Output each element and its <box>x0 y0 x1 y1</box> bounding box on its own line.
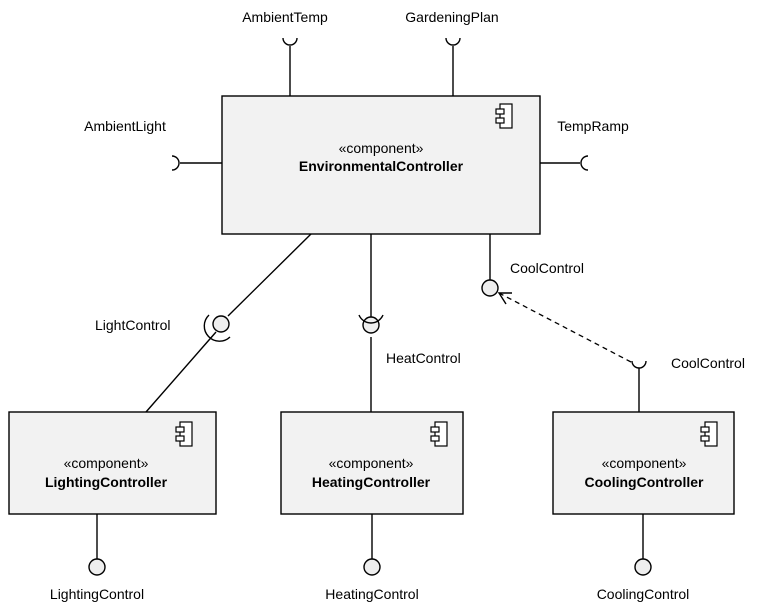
heating-control-label: HeatingControl <box>325 586 418 602</box>
component-icon <box>430 421 448 447</box>
ambient-temp-required-interface: AmbientTemp <box>242 9 328 96</box>
ambient-temp-label: AmbientTemp <box>242 9 328 25</box>
gardening-plan-required-interface: GardeningPlan <box>405 9 499 96</box>
component-icon <box>700 421 718 447</box>
cooling-controller-stereotype: «component» <box>602 455 687 471</box>
cool-control-provided-label: CoolControl <box>510 260 584 276</box>
environmental-controller-component: «component» EnvironmentalController <box>221 95 541 235</box>
heating-controller-stereotype: «component» <box>329 455 414 471</box>
cool-control-dependency <box>497 292 632 363</box>
component-icon <box>495 103 513 129</box>
lighting-controller-name: LightingController <box>45 474 168 490</box>
temp-ramp-label: TempRamp <box>557 118 629 134</box>
temp-ramp-required-interface: TempRamp <box>540 118 629 171</box>
ambient-light-required-interface: AmbientLight <box>84 118 222 171</box>
cool-control-provided-interface: CoolControl <box>481 234 584 297</box>
heating-controller-component: «component» HeatingController HeatingCon… <box>280 411 464 602</box>
cooling-control-label: CoolingControl <box>597 586 690 602</box>
heat-control-label: HeatControl <box>386 350 461 366</box>
cooling-controller-component: «component» CoolingController CoolContro… <box>552 355 745 602</box>
component-icon <box>175 421 193 447</box>
light-control-assembly: LightControl <box>95 233 312 413</box>
lighting-controller-component: «component» LightingController LightingC… <box>8 411 217 602</box>
environmental-controller-name: EnvironmentalController <box>299 158 464 174</box>
lighting-controller-stereotype: «component» <box>64 455 149 471</box>
gardening-plan-label: GardeningPlan <box>405 9 498 25</box>
environmental-controller-stereotype: «component» <box>339 140 424 156</box>
lighting-control-label: LightingControl <box>50 586 144 602</box>
heat-control-assembly: HeatControl <box>358 234 461 412</box>
cool-control-required-label: CoolControl <box>671 355 745 371</box>
heating-controller-name: HeatingController <box>312 474 431 490</box>
ambient-light-label: AmbientLight <box>84 118 166 134</box>
light-control-label: LightControl <box>95 317 171 333</box>
cooling-controller-name: CoolingController <box>585 474 705 490</box>
